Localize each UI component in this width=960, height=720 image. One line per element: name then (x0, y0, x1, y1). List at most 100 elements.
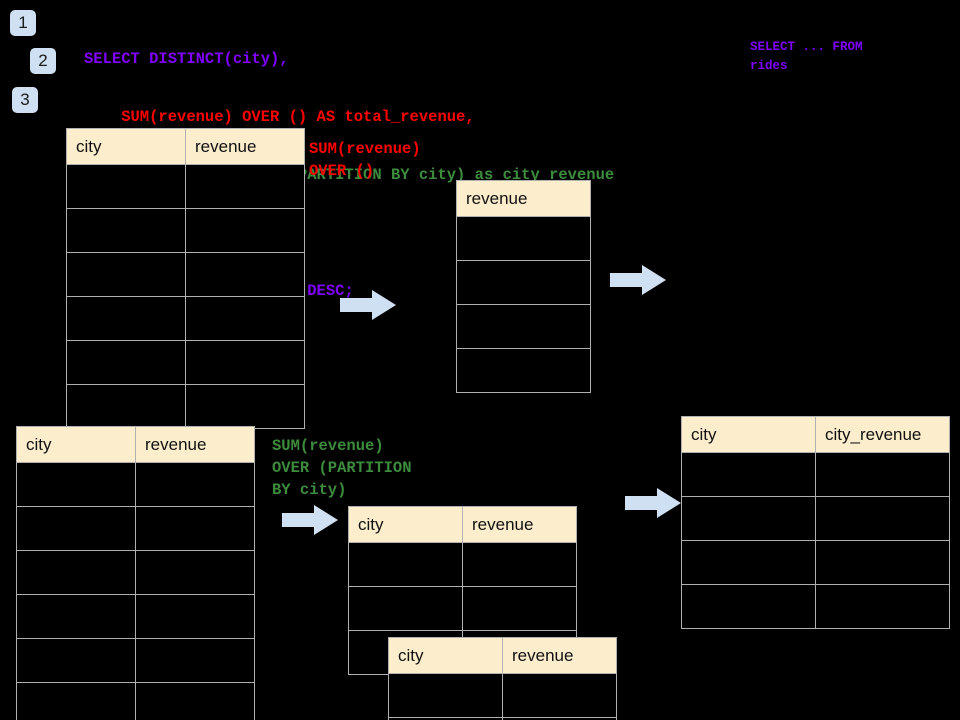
arrow-shaft (625, 496, 659, 510)
table-row (456, 304, 591, 349)
table-row (456, 216, 591, 261)
cell-city (681, 540, 816, 585)
cell-city (16, 550, 136, 595)
cell-revenue (135, 506, 255, 551)
table-row (681, 496, 950, 541)
table-header-row: city city_revenue (681, 416, 950, 453)
partition-group-table-back: city revenue (348, 506, 577, 675)
column-header-city: city (348, 506, 463, 543)
cell-city-revenue (815, 584, 950, 629)
table-row (66, 340, 305, 385)
partition-group-table-front: city revenue (388, 637, 617, 720)
cell-city (16, 462, 136, 507)
cell-city (66, 296, 186, 341)
arrow-head (314, 505, 338, 535)
table-row (456, 348, 591, 393)
result-city-revenue-table: city city_revenue (681, 416, 950, 629)
cell-city (681, 496, 816, 541)
column-header-city: city (681, 416, 816, 453)
arrow-shaft (610, 273, 644, 287)
table-header-row: revenue (456, 180, 591, 217)
column-header-revenue: revenue (502, 637, 617, 674)
annotation-sum-over-partition: SUM(revenue) OVER (PARTITION BY city) (272, 437, 412, 499)
table-row (16, 550, 255, 595)
cell-city (66, 164, 186, 209)
sql-line-1: SELECT DISTINCT(city), (84, 50, 289, 68)
source-rides-table-bottom: city revenue (16, 426, 255, 720)
cell-revenue (185, 208, 305, 253)
cell-revenue (185, 340, 305, 385)
step-badge-2[interactable]: 2 (30, 48, 56, 74)
cell-city-revenue (815, 452, 950, 497)
step-badge-3[interactable]: 3 (12, 87, 38, 113)
table-row (16, 594, 255, 639)
cell-revenue (462, 542, 577, 587)
table-row (348, 586, 577, 631)
arrow-head (372, 290, 396, 320)
table-header-row: city revenue (348, 506, 577, 543)
cell-city (348, 542, 463, 587)
table-row (16, 462, 255, 507)
cell-revenue (185, 384, 305, 429)
arrow-partition-to-result (625, 488, 681, 518)
arrow-shaft (340, 298, 374, 312)
cell-revenue (456, 348, 591, 393)
cell-city (388, 673, 503, 718)
cell-city-revenue (815, 496, 950, 541)
total-revenue-table: revenue (456, 180, 591, 393)
cell-revenue (135, 594, 255, 639)
table-row (66, 252, 305, 297)
column-header-city: city (16, 426, 136, 463)
annotation-sum-over-empty: SUM(revenue) OVER () (309, 140, 421, 180)
table-row (388, 717, 617, 720)
column-header-city: city (388, 637, 503, 674)
arrow-shaft (282, 513, 316, 527)
cell-revenue (135, 462, 255, 507)
arrow-head (657, 488, 681, 518)
column-header-revenue: revenue (456, 180, 591, 217)
table-header-row: city revenue (16, 426, 255, 463)
column-header-revenue: revenue (135, 426, 255, 463)
cell-city (16, 506, 136, 551)
arrow-head (642, 265, 666, 295)
table-row (16, 638, 255, 683)
table-header-row: city revenue (388, 637, 617, 674)
cell-city-revenue (815, 540, 950, 585)
cell-city (66, 384, 186, 429)
cell-revenue (135, 682, 255, 720)
table-row (388, 673, 617, 718)
cell-city (16, 638, 136, 683)
table-row (681, 584, 950, 629)
table-row (66, 384, 305, 429)
table-row (66, 164, 305, 209)
cell-revenue (135, 638, 255, 683)
cell-city (66, 208, 186, 253)
cell-city (16, 594, 136, 639)
source-rides-table: city revenue (66, 128, 305, 429)
step-badge-1[interactable]: 1 (10, 10, 36, 36)
cell-revenue (502, 717, 617, 720)
table-row (456, 260, 591, 305)
cell-city (16, 682, 136, 720)
table-row (681, 452, 950, 497)
arrow-total-to-result (610, 265, 666, 295)
column-header-revenue: revenue (462, 506, 577, 543)
table-header-row: city revenue (66, 128, 305, 165)
column-header-revenue: revenue (185, 128, 305, 165)
sql-line-2: SUM(revenue) OVER () AS total_revenue, (84, 108, 475, 126)
cell-city (681, 452, 816, 497)
arrow-source-to-partition (282, 505, 338, 535)
table-row (16, 682, 255, 720)
cell-city (348, 586, 463, 631)
cell-city (66, 340, 186, 385)
cell-revenue (456, 260, 591, 305)
cell-city (681, 584, 816, 629)
column-header-city: city (66, 128, 186, 165)
table-row (16, 506, 255, 551)
cell-revenue (502, 673, 617, 718)
annotation-select-from-rides: SELECT ... FROM rides (750, 40, 863, 73)
cell-revenue (185, 296, 305, 341)
cell-revenue (185, 164, 305, 209)
cell-revenue (456, 216, 591, 261)
